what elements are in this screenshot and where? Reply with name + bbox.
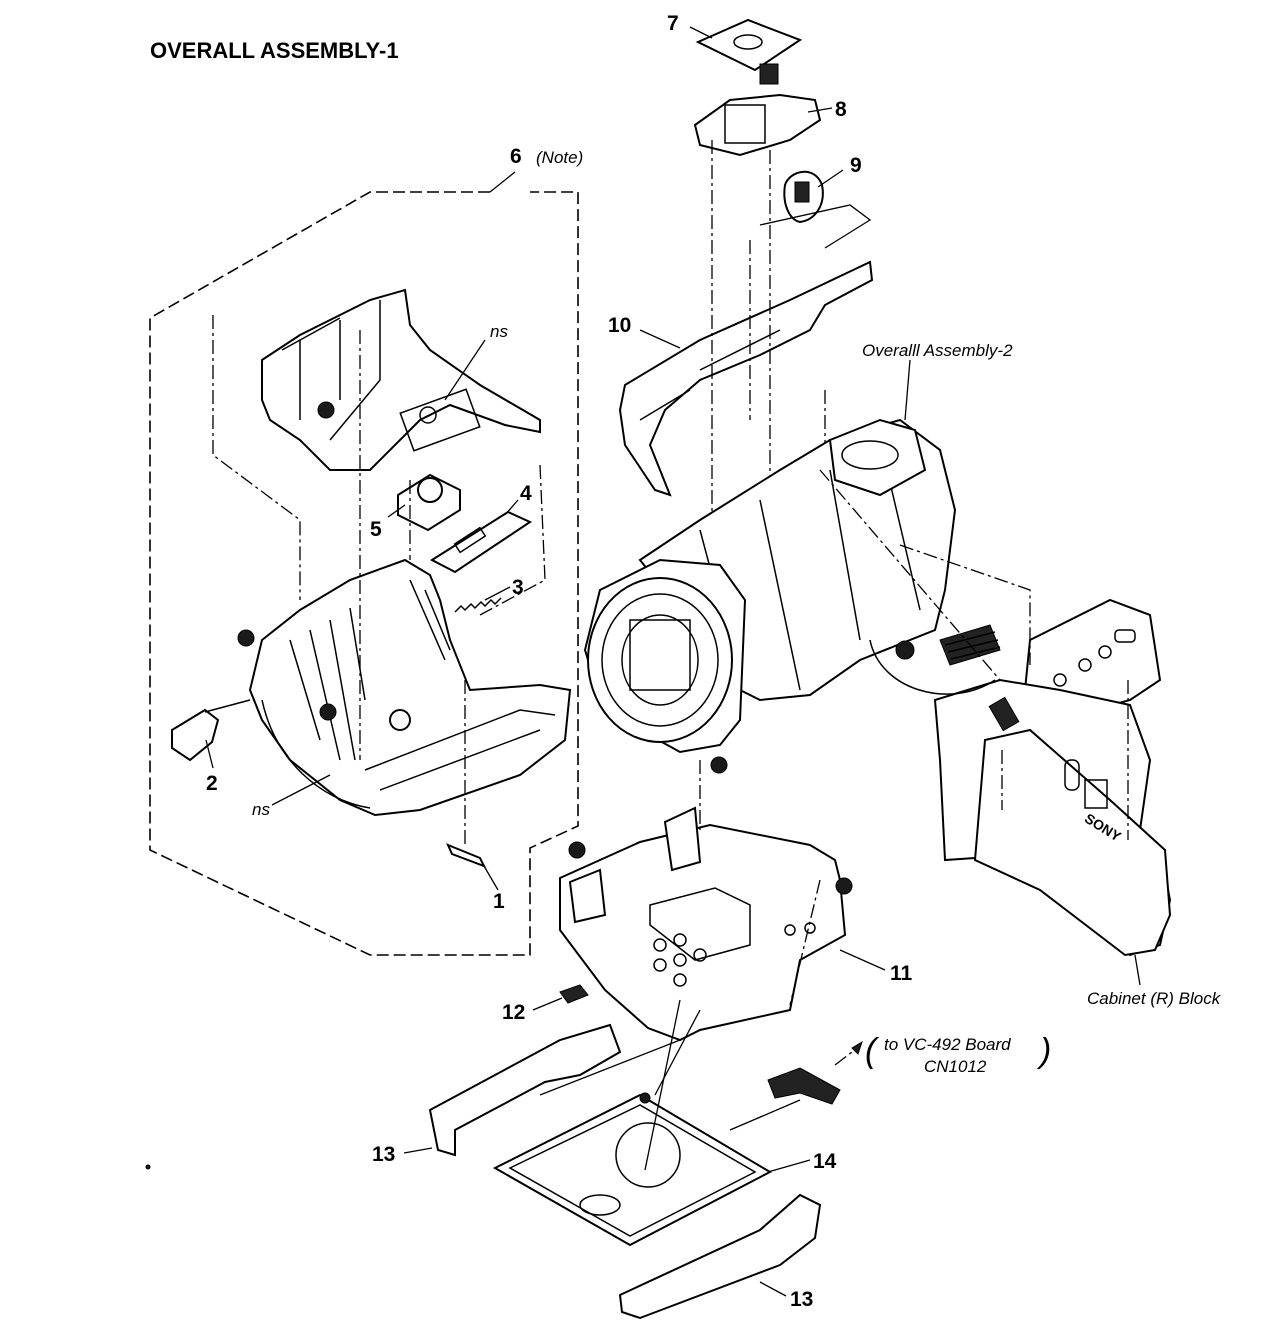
base-frame-item-11 (559, 806, 847, 1042)
ns-label-top: ns (490, 322, 508, 341)
button-item-9 (783, 170, 824, 224)
note-label: (Note) (536, 148, 583, 167)
callout-11: 11 (890, 962, 913, 985)
connector-destination-label: ( to VC-492 Board CN1012 ) (865, 1032, 1051, 1076)
screw-mark-b (317, 401, 335, 419)
callout-8: 8 (835, 98, 847, 121)
speaker-board-item-5 (397, 473, 461, 532)
sub-assembly-boundary (149, 191, 579, 956)
callout-6: 6 (510, 145, 522, 168)
lens-barrel (583, 558, 747, 754)
callout-3: 3 (512, 576, 524, 599)
svg-text:): ) (1036, 1032, 1051, 1070)
plate-item-4 (429, 510, 533, 574)
ns-label-bottom: ns (252, 800, 270, 819)
cover-item-7 (695, 18, 803, 85)
flex-connector-cn1012 (767, 1040, 863, 1105)
top-frame-item-10 (618, 260, 874, 497)
upper-frame-bracket (261, 288, 541, 471)
callout-2: 2 (206, 772, 218, 795)
callout-14: 14 (813, 1150, 837, 1173)
frame-item-8 (693, 93, 822, 157)
callout-4: 4 (520, 482, 532, 505)
screw-mark-body (895, 640, 915, 660)
callout-leaders (205, 26, 1141, 1297)
stray-dot (145, 1164, 151, 1170)
callout-1: 1 (493, 890, 505, 913)
callout-5: 5 (370, 518, 382, 541)
small-part-item-1 (446, 843, 487, 868)
assembly-guides-bottom (539, 469, 1129, 1171)
spring-item-3 (454, 597, 502, 613)
assembly-2-label: Overalll Assembly-2 (862, 341, 1013, 360)
assembly-guides-left (212, 315, 546, 845)
connector-line-1: to VC-492 Board (884, 1035, 1011, 1054)
svg-text:(: ( (865, 1032, 880, 1070)
grip-item-13-upper (428, 1023, 622, 1157)
callout-10: 10 (608, 314, 631, 337)
callout-12: 12 (502, 1001, 525, 1024)
bottom-cover-item-14 (492, 1092, 773, 1247)
callout-13-lower: 13 (790, 1288, 813, 1311)
cabinet-r-block: SONY (933, 678, 1172, 957)
connector-line-2: CN1012 (924, 1057, 987, 1076)
assembly-guides-top (711, 140, 872, 540)
small-part-item-12 (559, 984, 589, 1004)
lower-cabinet-body (248, 558, 572, 817)
strap-item-2 (171, 699, 251, 762)
diagram-title: OVERALL ASSEMBLY-1 (150, 38, 399, 63)
cabinet-r-block-label: Cabinet (R) Block (1087, 989, 1222, 1008)
callout-9: 9 (850, 154, 862, 177)
grip-item-13-lower (618, 1193, 822, 1320)
callout-7: 7 (667, 12, 679, 35)
callout-13-upper: 13 (372, 1143, 395, 1166)
